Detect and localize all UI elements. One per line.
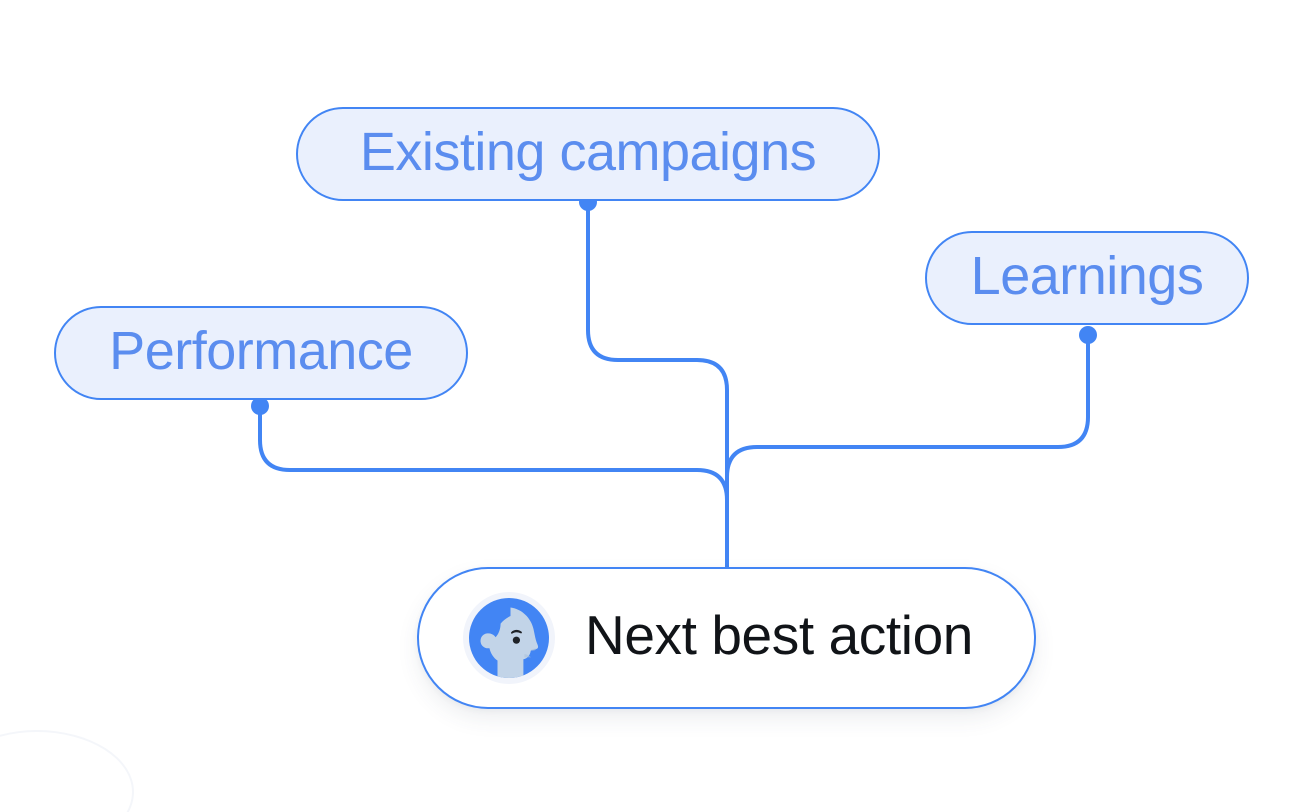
connector-learnings bbox=[725, 335, 1090, 478]
node-learnings-label: Learnings bbox=[970, 246, 1204, 306]
node-existing-campaigns[interactable]: Existing campaigns bbox=[296, 107, 880, 201]
node-learnings[interactable]: Learnings bbox=[925, 231, 1249, 325]
node-existing-campaigns-label: Existing campaigns bbox=[359, 122, 817, 182]
node-performance-label: Performance bbox=[109, 321, 413, 381]
node-next-best-action-label: Next best action bbox=[585, 604, 973, 666]
connector-existing-campaigns bbox=[586, 202, 729, 570]
node-next-best-action[interactable]: Next best action bbox=[417, 567, 1036, 709]
connector-dot-learnings bbox=[1079, 326, 1097, 344]
avatar-face-icon bbox=[469, 598, 549, 678]
connector-performance bbox=[258, 406, 729, 501]
decorative-arc bbox=[0, 730, 134, 812]
node-performance[interactable]: Performance bbox=[54, 306, 468, 400]
user-avatar-icon bbox=[463, 592, 555, 684]
